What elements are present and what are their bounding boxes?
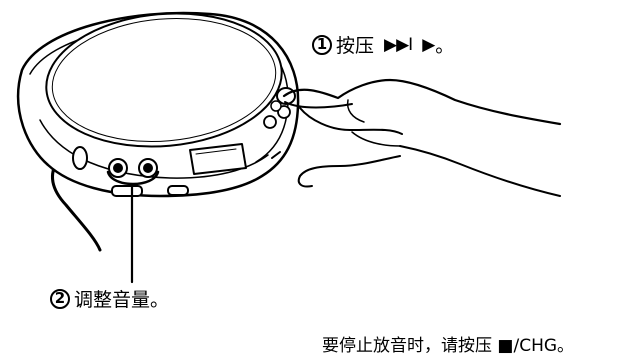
- next-track-icon: ▶▶I: [384, 34, 413, 55]
- step-1-number: 1: [312, 34, 332, 55]
- stop-instruction: 要停止放音时，请按压 ■/CHG。: [322, 336, 575, 356]
- hand: [282, 78, 562, 126]
- step-1: 1 按压 ▶▶I ▶ 。: [312, 31, 454, 58]
- step-2-number: 2: [50, 288, 70, 309]
- step-1-text: 按压: [336, 35, 375, 57]
- headphone-cable: [50, 158, 102, 252]
- disc-lid: [45, 12, 283, 148]
- lcd-display: [189, 143, 247, 175]
- play-icon: ▶: [422, 34, 436, 55]
- step-2: 2 调整音量。: [50, 285, 169, 312]
- step-1-end: 。: [435, 35, 455, 57]
- step-2-text: 调整音量。: [74, 289, 170, 311]
- jack-ports: [106, 158, 160, 186]
